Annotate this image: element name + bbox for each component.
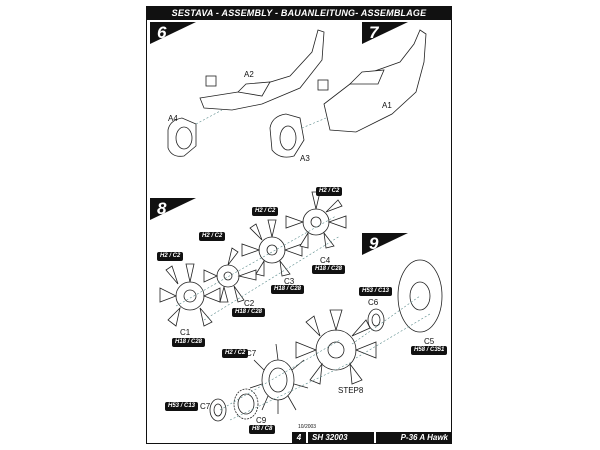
page-number: 4 — [292, 432, 306, 444]
part-label-c5: C5 — [424, 337, 435, 346]
ref-tag: H2 / C2 — [316, 187, 343, 196]
ref-tag: H18 / C28 — [312, 265, 346, 274]
crankcase-c2 — [203, 247, 257, 303]
model-name: P-36 A Hawk — [376, 432, 452, 444]
ref-tag: H18 / C28 — [172, 338, 206, 347]
step-arrow-shape — [150, 198, 196, 220]
cowling-opening — [175, 126, 193, 150]
step-number: 9 — [369, 234, 379, 253]
guide-line — [229, 361, 353, 421]
step-number: 7 — [369, 23, 379, 42]
step-9-marker: 9 — [362, 233, 408, 255]
part-label-c7-upper: C7 — [246, 349, 257, 358]
step-arrow-shape — [362, 233, 408, 255]
ref-tag: H2 / C2 — [252, 207, 279, 216]
cylinder-bank-c1 — [159, 263, 221, 327]
step-number: 6 — [157, 23, 167, 42]
ref-tag: H2 / C2 — [199, 232, 226, 241]
step-7-marker: 7 — [362, 22, 408, 44]
part-label-a3: A3 — [300, 154, 310, 163]
canopy-frame — [349, 69, 385, 85]
hub-part-c7 — [209, 398, 227, 422]
cockpit-cutout — [237, 81, 271, 97]
part-label-a1: A1 — [382, 101, 392, 110]
step-arrow-shape — [362, 22, 408, 44]
jig-box-step6 — [205, 75, 217, 87]
print-date: 10/2003 — [298, 424, 317, 430]
header-banner: SESTAVA - ASSEMBLY - BAUANLEITUNG- ASSEM… — [146, 6, 452, 20]
guide-line — [203, 235, 341, 321]
ref-tag: H53 / C13 — [359, 287, 393, 296]
ref-tag: H2 / C2 — [222, 349, 249, 358]
ref-tag: H8 / C8 — [249, 425, 276, 434]
step-8-marker: 8 — [150, 198, 196, 220]
ref-tag: H2 / C2 — [157, 252, 184, 261]
ref-tag: H18 / C28 — [232, 308, 266, 317]
assembled-engine — [295, 309, 377, 385]
part-label-c1: C1 — [180, 328, 191, 337]
part-label-c7-lower: C7 — [200, 402, 211, 411]
ref-tag: H53 / C13 — [165, 402, 199, 411]
guide-line — [175, 215, 337, 307]
ref-tag: H18 / C28 — [271, 285, 305, 294]
ring-c6 — [367, 308, 385, 332]
part-label-c3: C3 — [284, 277, 295, 286]
cylinder-bank-c3 — [241, 219, 303, 277]
part-label-c9: C9 — [256, 416, 267, 425]
cylinder-bank-c4 — [285, 191, 347, 249]
part-label-step8: STEP8 — [338, 386, 364, 395]
step-number: 8 — [157, 199, 167, 218]
guide-line — [195, 109, 223, 125]
step-arrow-shape — [150, 22, 196, 44]
guide-line — [219, 339, 341, 411]
step-6-marker: 6 — [150, 22, 196, 44]
guide-line — [351, 295, 421, 345]
jig-box-step7 — [317, 79, 329, 91]
ref-tag: H58 / C351 — [411, 346, 448, 355]
gear-ring-c9 — [233, 388, 259, 420]
kit-code: SH 32003 — [308, 432, 374, 444]
part-label-c4: C4 — [320, 256, 331, 265]
part-label-c2: C2 — [244, 299, 255, 308]
exhaust-ring-c7 — [249, 343, 309, 414]
part-label-a4: A4 — [168, 114, 178, 123]
fuselage-half-a2 — [199, 29, 325, 111]
part-label-a2: A2 — [244, 70, 254, 79]
cowling-a3-opening — [279, 125, 297, 151]
guide-line — [301, 117, 327, 129]
part-label-c6: C6 — [368, 298, 379, 307]
spinner-disc-c5 — [397, 259, 443, 333]
